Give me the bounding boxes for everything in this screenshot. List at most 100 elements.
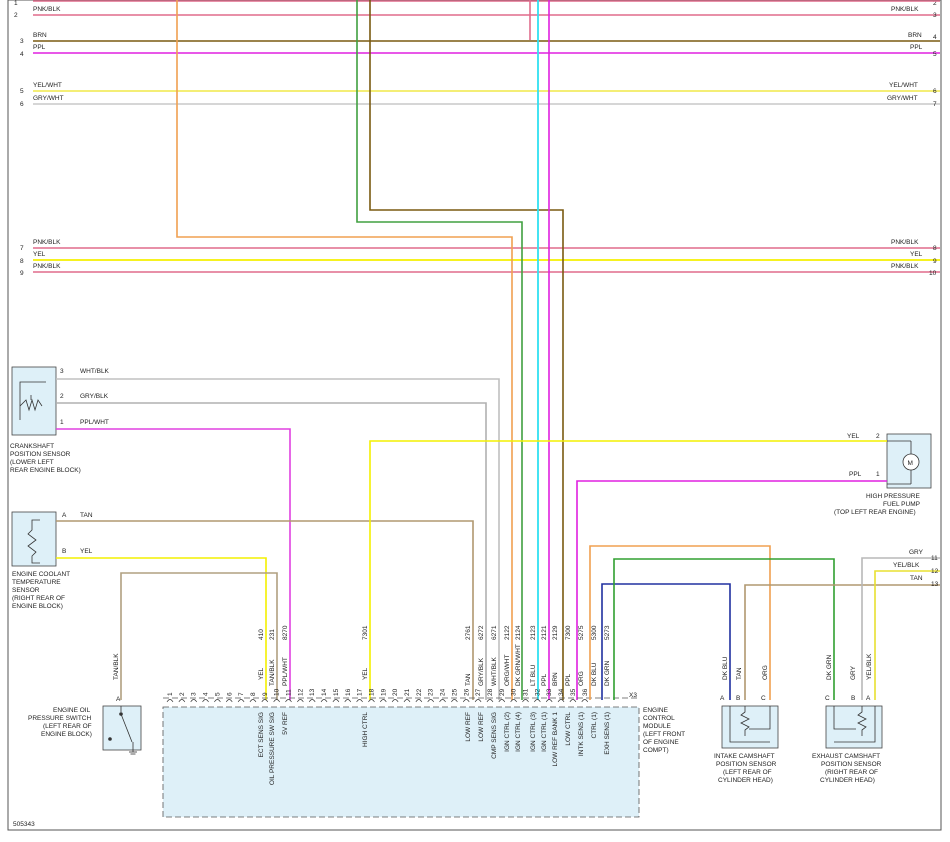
engine-oil-pressure-switch: A ENGINE OIL PRESSURE SWITCH (LEFT REAR …: [28, 696, 142, 755]
component-title: (LOWER LEFT: [10, 459, 54, 466]
pin-function: 5V REF: [282, 712, 289, 735]
component-title: ENGINE COOLANT: [12, 571, 70, 578]
pin-function: OIL PRESSURE SW SIG: [269, 712, 276, 785]
component-title: ENGINE OIL: [53, 707, 91, 714]
ecm-pin-number: 11: [286, 689, 293, 696]
ecm-pin-terminal: [344, 699, 352, 703]
bus-pin-left: 4: [20, 51, 24, 58]
wire-label: PPL: [33, 44, 46, 51]
wire-label: ORG: [762, 665, 769, 680]
component-title: (RIGHT REAR OF: [12, 595, 65, 602]
ecm-pin-number: 34: [558, 688, 565, 696]
circuit-number: 2121: [541, 625, 548, 640]
wire-label: PPL: [565, 673, 572, 686]
wire-label: WHT/BLK: [80, 368, 110, 375]
circuit-number: 231: [269, 629, 276, 640]
ecm-pin-number: 18: [368, 688, 375, 696]
wire-label: GRY/BLK: [478, 657, 485, 686]
wire-label: PPL/WHT: [282, 657, 289, 686]
wire-label: PNK/BLK: [33, 6, 61, 13]
circuit-number: 2129: [552, 625, 559, 640]
wire-label: BRN: [552, 672, 559, 686]
ecm-pin-number: 17: [357, 688, 364, 696]
ecm-pin-number: 22: [416, 688, 423, 696]
cam-wires: [589, 545, 940, 700]
component-title: PRESSURE SWITCH: [28, 715, 92, 722]
ecm-pin-terminal: [166, 699, 174, 703]
wire-label: PNK/BLK: [891, 6, 919, 13]
crankshaft-wires: [56, 378, 500, 700]
pin-function: HIGH CTRL: [362, 712, 369, 747]
component-title: HIGH PRESSURE: [866, 493, 920, 500]
ecm-pin-terminal: [439, 699, 446, 703]
exhaust-camshaft-sensor: DK GRN GRY YEL/BLK C B A EXHAUST CAMSHAF…: [812, 653, 883, 784]
ecm-pin-terminal: [391, 699, 399, 703]
component-title: CYLINDER HEAD): [820, 777, 875, 784]
component-title: EXHAUST CAMSHAFT: [812, 753, 880, 760]
circuit-number: 2761: [465, 625, 472, 640]
bus-row-pnk-blk-3: PNK/BLK PNK/BLK 9 10: [20, 263, 940, 277]
circuit-number: 5275: [578, 625, 585, 640]
bus-pin-left: 3: [20, 38, 24, 45]
bus-row-yel: YEL YEL 8 9: [20, 251, 940, 265]
fuel-pump-wires: [369, 440, 887, 700]
bus-pin-left: 7: [20, 245, 24, 252]
ecm-pin-number: 7: [238, 692, 245, 696]
ecm-pin-terminal: [415, 699, 423, 703]
ect-wires: [56, 520, 474, 700]
circuit-number: 2123: [530, 625, 537, 640]
wire-label: GRY/BLK: [80, 393, 109, 400]
component-title: POSITION SENSOR: [716, 761, 777, 768]
pin-label: 2: [60, 393, 64, 400]
wire-label: DK BLU: [591, 662, 598, 686]
ecm-pin-number: 28: [487, 688, 494, 696]
pin-function: IGN CTRL (4): [515, 712, 522, 752]
ecm-pin-number: 32: [534, 688, 541, 696]
ecm-pin-number: 15: [333, 688, 340, 696]
ecm-pin-terminal: [190, 699, 198, 703]
ecm-pin-number: 5: [214, 692, 221, 696]
high-pressure-fuel-pump: M 2 1 YEL PPL HIGH PRESSURE FUEL PUMP (T…: [834, 433, 932, 516]
component-title: CRANKSHAFT: [10, 443, 54, 450]
wire-label: GRY/WHT: [33, 95, 64, 102]
circuit-number: 7301: [362, 625, 369, 640]
ecm-pin-number: 33: [546, 688, 553, 696]
wire-label: YEL: [33, 251, 46, 258]
component-title: INTAKE CAMSHAFT: [714, 753, 775, 760]
pin-label: 11: [931, 555, 938, 562]
pin-function: LOW REF BANK 1: [552, 712, 559, 767]
wire-label: YEL/WHT: [33, 82, 62, 89]
intake-camshaft-sensor: DK BLU TAN ORG A B C INTAKE CAMSHAFT POS…: [714, 656, 779, 784]
circuit-number: 410: [258, 629, 265, 640]
circuit-number: 5273: [604, 625, 611, 640]
bus-pin-right: 8: [933, 245, 937, 252]
ecm-pin-terminal: [522, 699, 529, 703]
component-title: (TOP LEFT REAR ENGINE): [834, 509, 916, 516]
wire-label: PPL: [849, 471, 862, 478]
circuit-number: 8270: [282, 625, 289, 640]
circuit-number: 5300: [591, 625, 598, 640]
ecm-pin-number: 29: [499, 688, 506, 696]
bus-row-brn: BRN BRN 3 4: [20, 32, 940, 45]
pin-function: EXH SENS (1): [604, 712, 611, 755]
harness-wires: [176, 0, 564, 700]
pin-function: IGN CTRL (2): [504, 712, 511, 752]
wire-label: ORG: [578, 671, 585, 686]
bus-pin-left: 5: [20, 88, 24, 95]
wire-label: TAN/BLK: [113, 653, 120, 680]
ecm-pin-terminal: [225, 699, 233, 703]
wire-label: TAN: [80, 512, 93, 519]
pin-function: LOW CTRL: [565, 712, 572, 746]
bus-pin-right: 10: [929, 270, 937, 277]
pin-label: A: [720, 695, 725, 702]
wire-label: YEL: [847, 433, 860, 440]
ecm-pin-terminal: [202, 699, 209, 703]
wire-label: TAN: [465, 673, 472, 686]
ecm-pin-terminal: [498, 699, 506, 703]
pin-function: CTRL (1): [591, 712, 598, 738]
pin-function: LOW REF: [478, 712, 485, 742]
component-title: POSITION SENSOR: [10, 451, 71, 458]
ecm-pin-terminal: [261, 699, 269, 703]
ecm-function-labels: ECT SENS SIG OIL PRESSURE SW SIG 5V REF …: [258, 712, 369, 785]
